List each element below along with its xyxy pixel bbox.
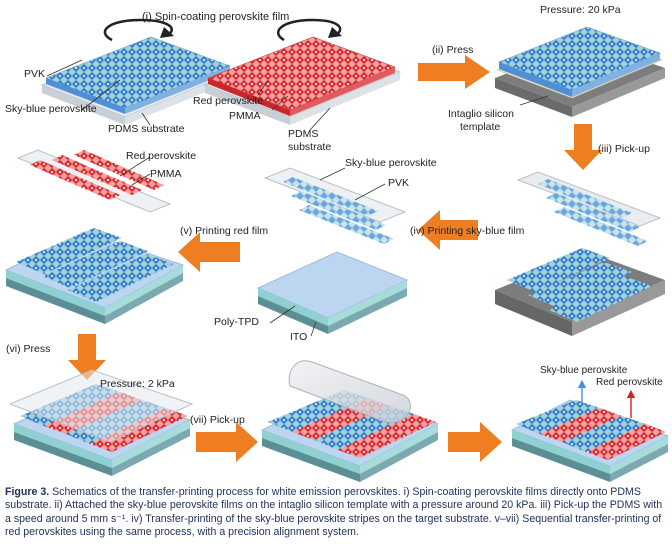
skyblue-perovskite-label: Sky-blue perovskite	[5, 103, 97, 115]
step-arrow-print-skyblue	[418, 210, 478, 250]
skyblue-stripes-on-substrate	[4, 228, 185, 324]
pvk-label: PVK	[24, 68, 45, 80]
peeling-pdms	[260, 360, 440, 482]
leader-lines	[46, 59, 549, 337]
press-on-intaglio-template	[495, 26, 665, 117]
final-rgb-stripes	[510, 399, 670, 482]
red-perovskite-label-2: Red perovskite	[126, 150, 196, 162]
spin-arrow-icon	[277, 18, 342, 42]
figure-caption: Figure 3. Schematics of the transfer-pri…	[5, 486, 669, 540]
step-1-label: (i) Spin-coating perovskite film	[142, 11, 289, 23]
intaglio-template-label: Intaglio silicon	[448, 108, 514, 120]
step-2-label: (ii) Press	[432, 44, 473, 56]
spin-arrow-head-icon	[328, 27, 342, 38]
figure-label: Figure 3.	[5, 486, 50, 498]
step-3-label: (iii) Pick-up	[598, 143, 650, 155]
picked-up-stripes-above-template	[495, 171, 665, 336]
pressure-2-label: Pressure: 2 kPa	[100, 378, 175, 390]
step-4-label: (iv) Printing sky-blue film	[410, 225, 525, 237]
pmma-label: PMMA	[229, 110, 261, 122]
press-red-stripes	[8, 369, 194, 476]
pressure-20-label: Pressure: 20 kPa	[540, 4, 621, 16]
poly-tpd-label: Poly-TPD	[214, 316, 259, 328]
step-arrow-pick-up-2	[196, 422, 258, 462]
red-stripes-film	[16, 149, 172, 213]
ito-label: ITO	[290, 331, 307, 343]
red-perovskite-label-3: Red perovskite	[596, 377, 663, 388]
spin-arrow-icon	[103, 18, 174, 42]
skyblue-perovskite-label-3: Sky-blue perovskite	[540, 365, 628, 376]
step-arrow-print-red	[178, 232, 240, 272]
target-substrate	[256, 251, 409, 334]
intaglio-template-label-2: template	[460, 121, 500, 133]
pmma-label-2: PMMA	[150, 168, 182, 180]
step-arrow-press	[418, 55, 490, 89]
red-perovskite-label: Red perovskite	[193, 95, 263, 107]
skyblue-perovskite-label-2: Sky-blue perovskite	[345, 157, 437, 169]
pdms-label: PDMS	[288, 128, 318, 140]
red-film-on-pmma-pdms	[203, 36, 402, 125]
figure-caption-text: Schematics of the transfer-printing proc…	[5, 486, 663, 539]
step-5-label: (v) Printing red film	[180, 225, 268, 237]
substrate-label: substrate	[288, 141, 331, 153]
pvk-label-2: PVK	[388, 177, 409, 189]
step-arrow-pick-up	[564, 124, 602, 170]
spin-arrow-head-icon	[160, 27, 174, 38]
step-6-label: (vi) Press	[6, 343, 50, 355]
skyblue-film-on-pdms	[40, 36, 237, 125]
pdms-substrate-label: PDMS substrate	[108, 123, 185, 135]
step-7-label: (vii) Pick-up	[190, 414, 245, 426]
step-arrow-result	[448, 422, 502, 462]
skyblue-stripes-film	[263, 167, 407, 244]
step-arrow-press-2	[68, 334, 106, 380]
